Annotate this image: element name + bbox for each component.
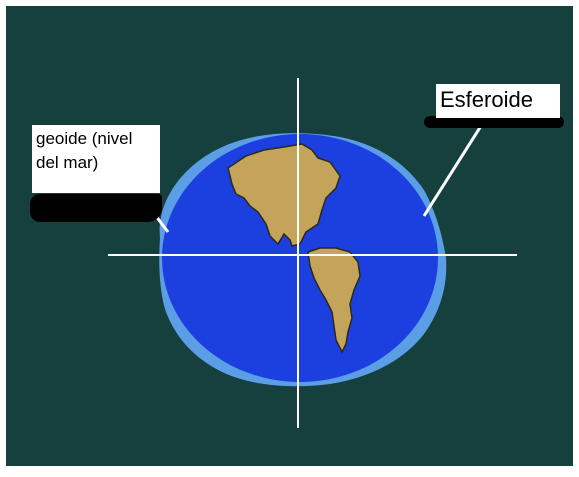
spheroid-label: Esferoide [436,84,560,118]
geoid-label-shadow [30,194,162,222]
spheroid-label-shadow [424,116,564,128]
americas-landmass [227,143,361,354]
geoid-label: geoide (nivel del mar) [32,125,160,193]
spheroid-pointer-line [422,117,488,217]
spheroid-shape [162,134,438,382]
